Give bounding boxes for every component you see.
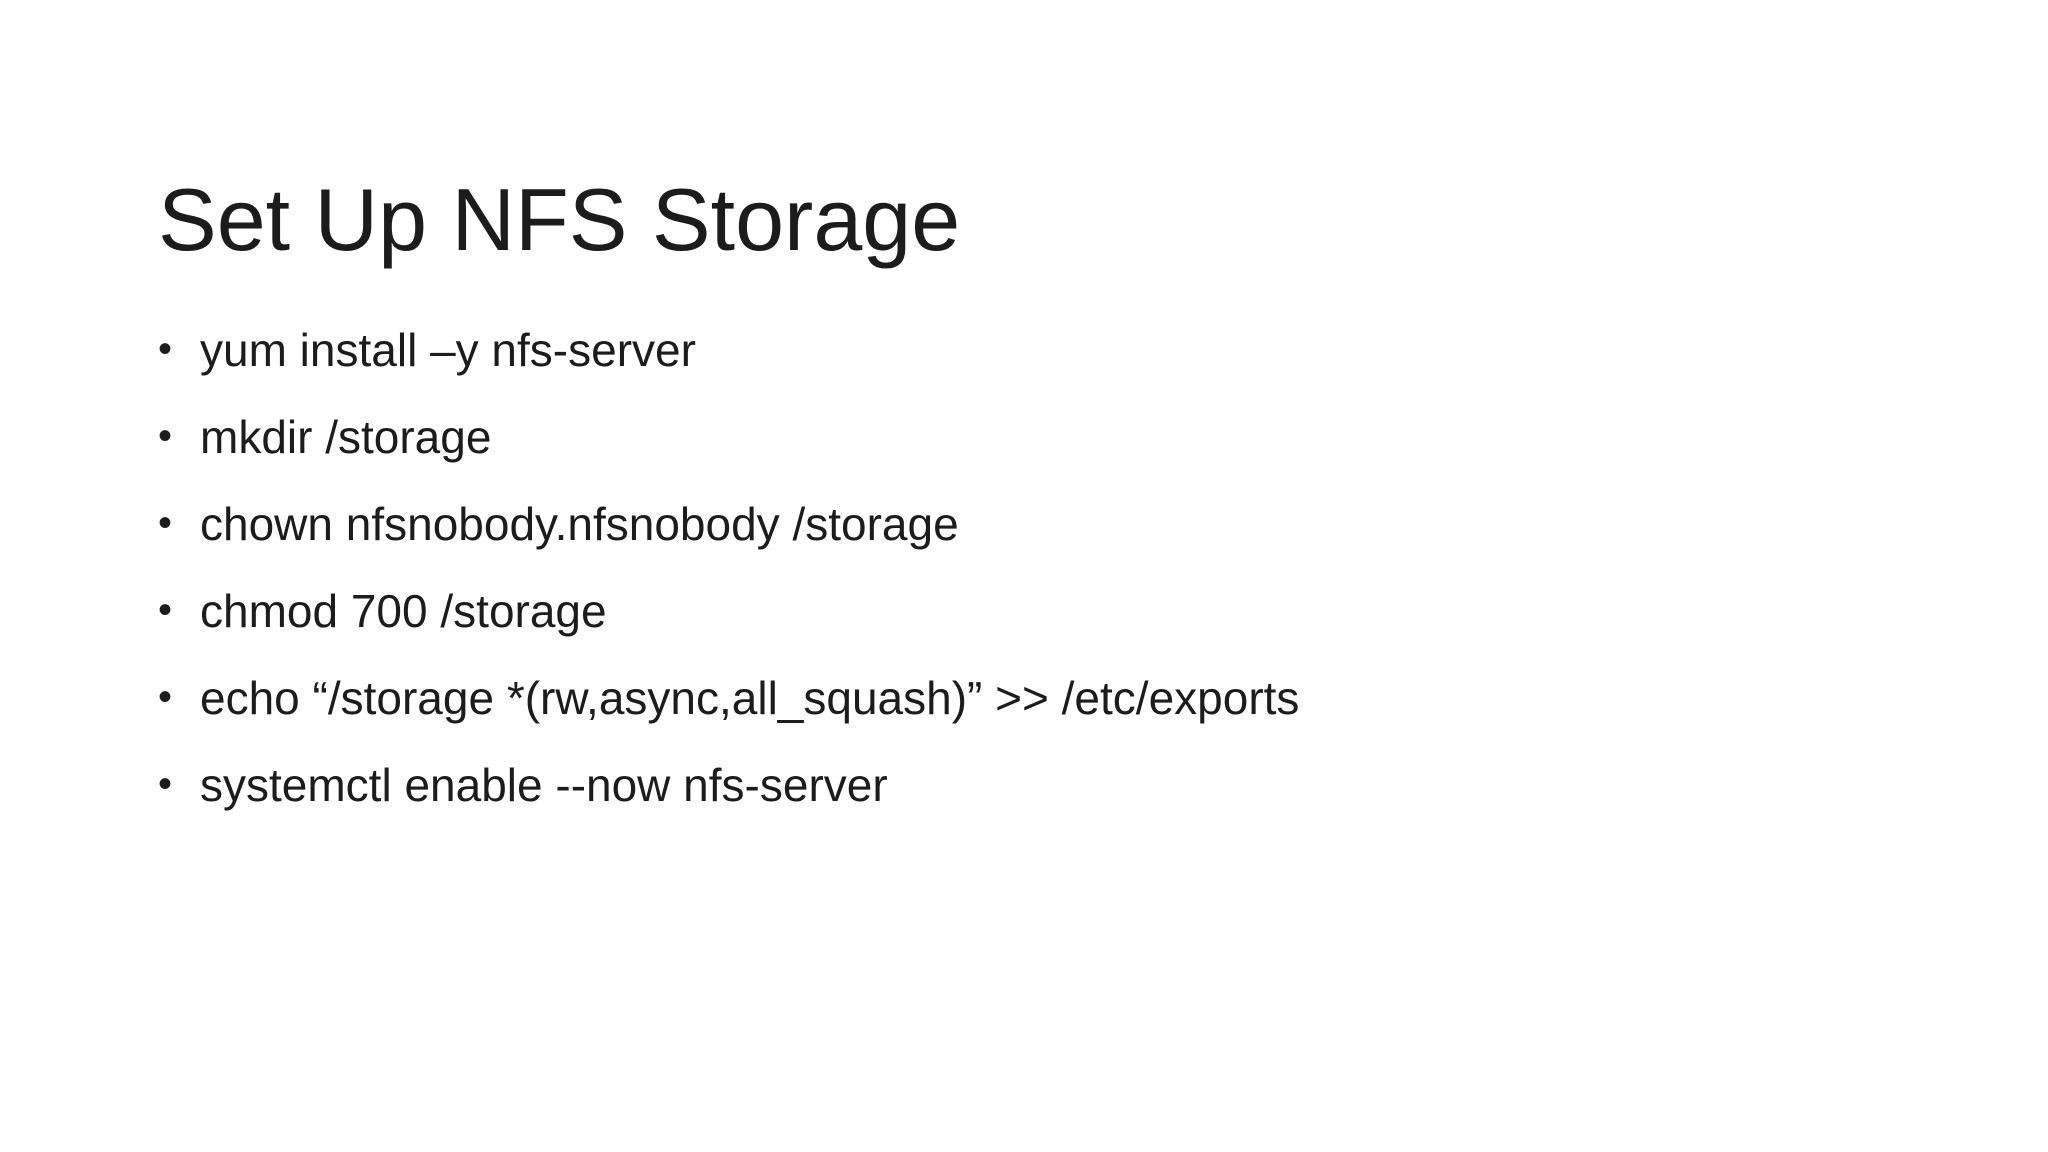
bullet-list: • yum install –y nfs-server • mkdir /sto… [158, 306, 1299, 828]
bullet-text: chmod 700 /storage [200, 584, 607, 637]
bullet-item: • chmod 700 /storage [158, 567, 1299, 654]
bullet-item: • systemctl enable --now nfs-server [158, 741, 1299, 828]
bullet-icon: • [158, 588, 173, 632]
bullet-text: chown nfsnobody.nfsnobody /storage [200, 497, 959, 550]
bullet-icon: • [158, 675, 173, 719]
bullet-icon: • [158, 327, 173, 371]
bullet-item: • echo “/storage *(rw,async,all_squash)”… [158, 654, 1299, 741]
slide-title: Set Up NFS Storage [158, 169, 961, 269]
bullet-text: yum install –y nfs-server [200, 323, 696, 376]
bullet-icon: • [158, 414, 173, 458]
bullet-text: mkdir /storage [200, 410, 492, 463]
bullet-icon: • [158, 762, 173, 806]
bullet-item: • chown nfsnobody.nfsnobody /storage [158, 480, 1299, 567]
bullet-text: echo “/storage *(rw,async,all_squash)” >… [200, 671, 1300, 724]
bullet-icon: • [158, 501, 173, 545]
bullet-text: systemctl enable --now nfs-server [200, 758, 888, 811]
bullet-item: • yum install –y nfs-server [158, 306, 1299, 393]
bullet-item: • mkdir /storage [158, 393, 1299, 480]
